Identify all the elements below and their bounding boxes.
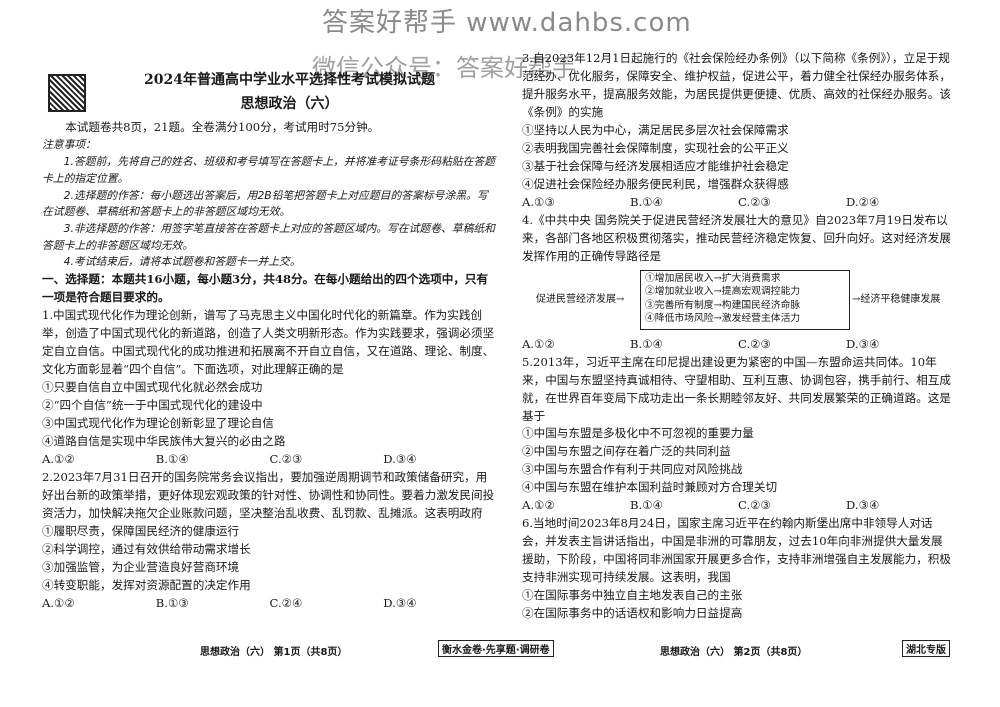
notice-title: 注意事项：: [42, 138, 96, 152]
q5-item: ①中国与东盟是多极化中不可忽视的重要力量: [522, 426, 754, 441]
q5-option-b[interactable]: B.①④: [630, 498, 663, 513]
watermark-wechat: 微信公众号：答案好帮手: [312, 54, 576, 82]
q3-option-c[interactable]: C.②③: [738, 194, 771, 209]
q5-stem: 5.2013年，习近平主席在印尼提出建设更为紧密的中国—东盟命运共同体。10年来…: [522, 354, 951, 423]
q1-option-d[interactable]: D.③④: [383, 451, 417, 466]
right-page: 3.自2023年12月1日起施行的《社会保险经办条例》（以下简称《条例》），立足…: [522, 50, 954, 623]
q2-item: ①履职尽责，保障国民经济的健康运行: [42, 523, 240, 538]
q4-flow-diagram: 促进民营经济发展→ ①增加居民收入→扩大消费需求 ②增加就业收入→提高宏观调控能…: [522, 269, 954, 330]
flow-box: ①增加居民收入→扩大消费需求 ②增加就业收入→提高宏观调控能力 ③完善所有制度→…: [640, 269, 850, 330]
q1-option-b[interactable]: B.①④: [155, 451, 189, 466]
q1-item: ②“四个自信”统一于中国式现代化的建设中: [42, 398, 263, 412]
q5-option-d[interactable]: D.③④: [846, 498, 880, 513]
q3-stem: 3.自2023年12月1日起施行的《社会保险经办条例》（以下简称《条例》），立足…: [522, 51, 951, 119]
flow-item: ③完善所有制度→构建国民经济命脉: [645, 299, 801, 311]
exam-intro: 本试题卷共8页，21题。全卷满分100分，考试用时75分钟。: [65, 120, 380, 135]
q4-option-a[interactable]: A.①②: [522, 336, 555, 351]
exam-subtitle: 思想政治（六）: [240, 95, 339, 112]
q3-option-a[interactable]: A.①③: [522, 194, 555, 209]
flow-item: ②增加就业收入→提高宏观调控能力: [645, 286, 801, 298]
q2-stem: 2.2023年7月31日召开的国务院常务会议指出，要加强逆周期调节和政策储备研究…: [42, 469, 495, 520]
flow-item: ①增加居民收入→扩大消费需求: [645, 272, 781, 284]
q3-option-d[interactable]: D.②④: [846, 194, 880, 209]
q5-item: ③中国与东盟合作有利于共同应对风险挑战: [522, 462, 743, 477]
q3-item: ①坚持以人民为中心，满足居民多层次社会保障需求: [522, 122, 789, 137]
q4-options: A.①② B.①④ C.②③ D.③④: [522, 336, 954, 354]
q1-option-c[interactable]: C.②③: [269, 451, 303, 466]
flow-end-label: →经济平稳健康发展: [852, 293, 941, 305]
q2-option-b[interactable]: B.①③: [155, 595, 189, 610]
q2-item: ④转变职能，发挥对资源配置的决定作用: [42, 577, 251, 592]
q4-stem: 4.《中共中央 国务院关于促进民营经济发展壮大的意见》自2023年7月19日发布…: [522, 212, 951, 263]
q1-options: A.①② B.①④ C.②③ D.③④: [42, 451, 497, 469]
q2-options: A.①② B.①③ C.②④ D.③④: [42, 595, 497, 613]
q1-item: ①只要自信自立中国式现代化就必然会成功: [42, 380, 263, 395]
section-heading: 一、选择题：本题共16小题，每小题3分，共48分。在每小题给出的四个选项中，只有…: [42, 272, 489, 305]
q2-item: ②科学调控，通过有效供给带动需求增长: [42, 541, 251, 556]
q2-option-a[interactable]: A.①②: [42, 595, 75, 610]
q5-options: A.①② B.①④ C.②③ D.③④: [522, 497, 954, 515]
q4-option-c[interactable]: C.②③: [738, 336, 771, 351]
q2-item: ③加强监管，为企业营造良好营商环境: [42, 559, 240, 574]
flow-start-label: 促进民营经济发展→: [536, 293, 625, 305]
q5-option-c[interactable]: C.②③: [738, 498, 771, 513]
q1-item: ③中国式现代化作为理论创新彰显了理论自信: [42, 415, 274, 430]
page-footer-right: 思想政治（六） 第2页（共8页）: [660, 647, 808, 658]
region-tag: 湖北专版: [902, 640, 950, 657]
q2-option-c[interactable]: C.②④: [269, 595, 303, 610]
q3-options: A.①③ B.①④ C.②③ D.②④: [522, 194, 954, 212]
q3-item: ②表明我国完善社会保障制度，实现社会的公平正义: [522, 140, 789, 155]
q5-item: ④中国与东盟在维护本国利益时兼顾对方合理关切: [522, 480, 778, 495]
q3-option-b[interactable]: B.①④: [630, 194, 663, 209]
notice-item: 4.考试结束后，请将本试题卷和答题卡一并上交。: [63, 255, 301, 269]
q4-option-b[interactable]: B.①④: [630, 336, 663, 351]
q5-option-a[interactable]: A.①②: [522, 498, 555, 513]
q3-item: ④促进社会保险经办服务便民利民，增强群众获得感: [522, 176, 789, 191]
notice-item: 2.选择题的作答：每小题选出答案后，用2B铅笔把答题卡上对应题目的答案标号涂黑。…: [42, 188, 488, 219]
q2-option-d[interactable]: D.③④: [383, 595, 417, 610]
q4-option-d[interactable]: D.③④: [846, 336, 880, 351]
flow-item: ④降低市场风险→激发经营主体活力: [645, 313, 801, 325]
q6-item: ①在国际事务中独立自主地发表自己的主张: [522, 588, 743, 603]
q1-item: ④道路自信是实现中华民族伟大复兴的必由之路: [42, 433, 286, 448]
page-footer-left: 思想政治（六） 第1页（共8页）: [200, 647, 348, 658]
q6-stem: 6.当地时间2023年8月24日，国家主席习近平在约翰内斯堡出席中非领导人对话会…: [522, 516, 951, 585]
q3-item: ③基于社会保障与经济发展相适应才能维护社会稳定: [522, 158, 789, 173]
center-tag: 衡水金卷·先享题·调研卷: [438, 640, 554, 657]
q6-item: ②在国际事务中的话语权和影响力日益提高: [522, 606, 743, 621]
q5-item: ②中国与东盟之间存在着广泛的共同利益: [522, 444, 731, 459]
exam-title: 2024年普通高中学业水平选择性考试模拟试题: [144, 72, 435, 88]
q1-option-a[interactable]: A.①②: [42, 451, 75, 466]
notice-item: 1.答题前，先将自己的姓名、班级和考号填写在答题卡上，并将准考证号条形码粘贴在答…: [42, 155, 495, 185]
watermark-top: 答案好帮手 www.dahbs.com: [322, 8, 692, 38]
q1-stem: 1.中国式现代化作为理论创新，谱写了马克思主义中国化时代化的新篇章。作为实践创举…: [42, 308, 495, 377]
left-page: 2024年普通高中学业水平选择性考试模拟试题 思想政治（六） 本试题卷共8页，2…: [42, 70, 497, 613]
qr-code-icon: [48, 74, 86, 112]
notice-item: 3.非选择题的作答：用签字笔直接答在答题卡上对应的答题区域内。写在试题卷、草稿纸…: [42, 222, 495, 252]
